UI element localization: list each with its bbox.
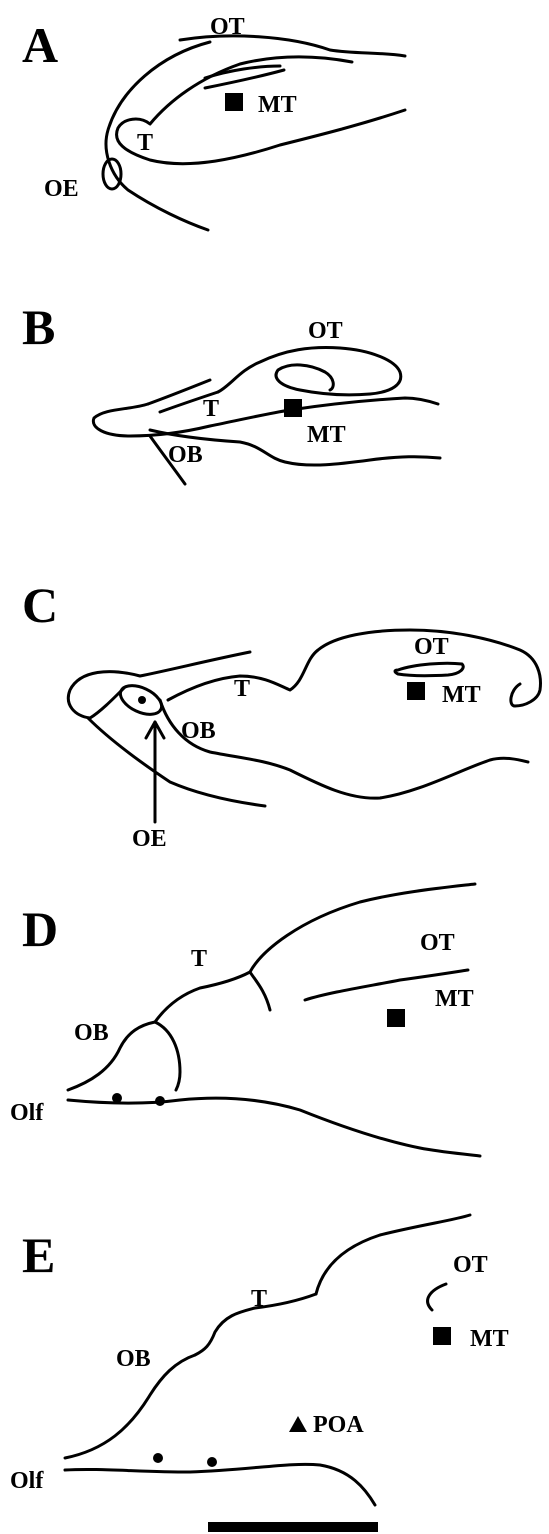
panel-d-label-t: T xyxy=(191,946,207,972)
panel-b-label-t: T xyxy=(203,396,219,422)
panel-c: C OT MT T OB OE xyxy=(22,577,542,852)
panel-letter-c: C xyxy=(22,577,58,633)
panel-c-oe-arrowhead xyxy=(144,720,166,740)
panel-d-dorsal-outline xyxy=(248,882,477,1012)
panel-a-label-t: T xyxy=(137,130,153,156)
panel-d: D OT MT T OB Olf xyxy=(10,882,482,1158)
panel-a-inner-outline xyxy=(115,55,407,166)
panel-d-label-ob: OB xyxy=(74,1020,109,1046)
panel-d-label-mt: MT xyxy=(435,986,474,1012)
panel-letter-b: B xyxy=(22,299,55,355)
panel-d-mt-groove xyxy=(303,968,470,1002)
panel-c-label-ot: OT xyxy=(414,634,449,660)
panel-e-label-olf: Olf xyxy=(10,1468,44,1494)
panel-e-mt-curve xyxy=(426,1282,448,1312)
panel-a-mt-groove-lower xyxy=(203,68,286,90)
panel-d-label-ot: OT xyxy=(420,930,455,956)
panel-e-dot-2 xyxy=(207,1457,217,1467)
panel-e-t-outline xyxy=(193,1292,318,1357)
panel-b-mt-square xyxy=(284,399,302,417)
panel-c-label-ob: OB xyxy=(181,718,216,744)
panel-a-mt-groove-upper xyxy=(203,64,282,80)
panel-d-t-outline xyxy=(153,970,252,1024)
panel-e-label-ob: OB xyxy=(116,1346,151,1372)
panel-b-upper-lines xyxy=(146,378,212,406)
panel-b-label-ot: OT xyxy=(308,318,343,344)
panel-e-label-poa: POA xyxy=(313,1412,364,1438)
panel-c-oe-oval xyxy=(118,684,164,716)
panel-e-mt-square xyxy=(433,1327,451,1345)
panel-d-label-olf: Olf xyxy=(10,1100,44,1126)
panel-c-label-mt: MT xyxy=(442,682,481,708)
panel-b-upper-lines-2 xyxy=(158,390,220,414)
panel-letter-a: A xyxy=(22,17,58,73)
panel-a-label-mt: MT xyxy=(258,92,297,118)
panel-c-mt-square xyxy=(407,682,425,700)
panel-c-label-t: T xyxy=(234,676,250,702)
panel-b-ob-tail xyxy=(148,434,187,486)
panel-c-lower-outline xyxy=(86,716,267,808)
panel-a-oe-oval xyxy=(101,157,123,191)
panel-d-dot-1 xyxy=(112,1093,122,1103)
panel-e: E OT MT T OB Olf POA xyxy=(10,1213,509,1507)
panel-e-dot-1 xyxy=(153,1453,163,1463)
panel-b-lower-outline xyxy=(148,428,442,467)
panel-e-ob-outline xyxy=(63,1353,197,1460)
panel-b-label-ob: OB xyxy=(168,442,203,468)
panel-a-label-ot: OT xyxy=(210,14,245,40)
panel-e-label-t: T xyxy=(251,1286,267,1312)
panel-c-top-outline xyxy=(66,650,252,720)
panel-a-label-oe: OE xyxy=(44,176,79,202)
panel-letter-e: E xyxy=(22,1227,55,1283)
panel-d-olf-lower xyxy=(66,1096,482,1158)
panel-b-dorsal-outline xyxy=(216,346,403,397)
panel-a-mt-square xyxy=(225,93,243,111)
panel-c-label-oe: OE xyxy=(132,826,167,852)
panel-b: B OT MT T OB xyxy=(22,299,442,486)
panel-c-snout-line xyxy=(88,686,126,720)
panel-c-ob-outline xyxy=(158,698,530,800)
panel-d-ob-inner xyxy=(153,1020,182,1092)
panel-c-body-outline xyxy=(166,628,542,708)
panel-e-label-mt: MT xyxy=(470,1326,509,1352)
panel-d-ob-outline xyxy=(66,1020,157,1092)
panel-c-mt-groove xyxy=(393,661,465,678)
panel-letter-d: D xyxy=(22,901,58,957)
panel-e-dorsal-outline xyxy=(314,1213,472,1296)
panel-e-poa-triangle xyxy=(289,1416,307,1432)
panel-d-dot-2 xyxy=(155,1096,165,1106)
panel-c-oe-dot xyxy=(138,696,146,704)
panel-a: A OT MT T OE xyxy=(22,14,407,232)
panel-a-ot-outline xyxy=(104,40,212,232)
scale-bar xyxy=(208,1522,378,1532)
panel-e-olf-lower xyxy=(63,1462,377,1507)
panel-a-dorsal-outline xyxy=(178,34,407,58)
panel-e-label-ot: OT xyxy=(453,1252,488,1278)
panel-b-label-mt: MT xyxy=(307,422,346,448)
panel-d-mt-square xyxy=(387,1009,405,1027)
panel-b-ventral-outline xyxy=(91,396,440,438)
